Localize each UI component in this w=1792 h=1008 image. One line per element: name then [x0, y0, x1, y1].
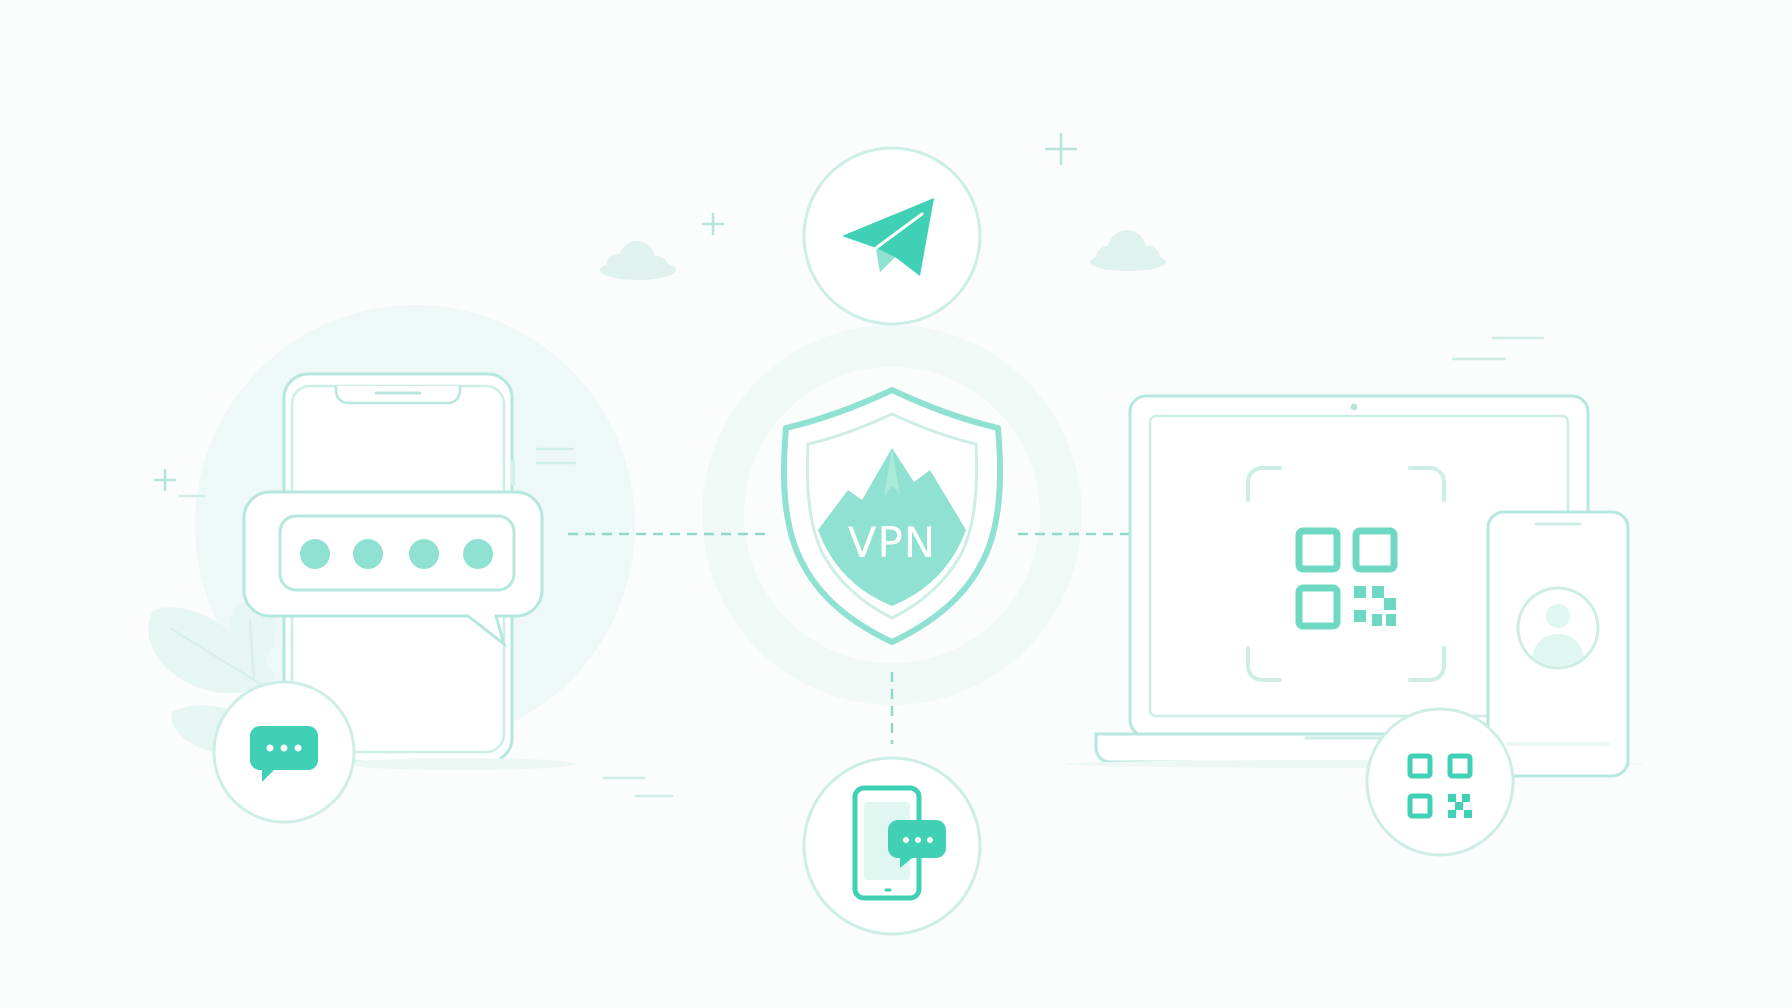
- password-card: [242, 490, 544, 649]
- sms-badge: [802, 756, 982, 936]
- sms-phone-icon: [852, 785, 946, 901]
- phone-profile-icon: [1486, 510, 1630, 778]
- plant-stems: [169, 619, 271, 691]
- laptop-qr-pattern: [1354, 586, 1396, 626]
- qr-code-pattern: [1448, 794, 1472, 818]
- cloud-right: [1090, 230, 1166, 271]
- telegram-icon: [842, 198, 934, 276]
- dash-accents: [178, 336, 1545, 798]
- chat-bubble-icon: [250, 726, 318, 782]
- qr-badge: [1365, 707, 1515, 857]
- chat-badge: [212, 680, 356, 824]
- qr-code-icon: [1407, 753, 1473, 819]
- laptop-qr-code-icon: [1295, 527, 1398, 630]
- telegram-badge: [802, 146, 982, 326]
- sparkles: [153, 132, 1078, 492]
- vpn-label: VPN: [848, 518, 936, 567]
- plant-leaves: [148, 600, 277, 754]
- connector-lines: [568, 532, 1176, 744]
- vpn-shield-icon: VPN: [780, 387, 1004, 645]
- password-dots: [300, 539, 493, 569]
- qr-scan-frame: [1246, 466, 1446, 682]
- cloud-left: [600, 241, 676, 280]
